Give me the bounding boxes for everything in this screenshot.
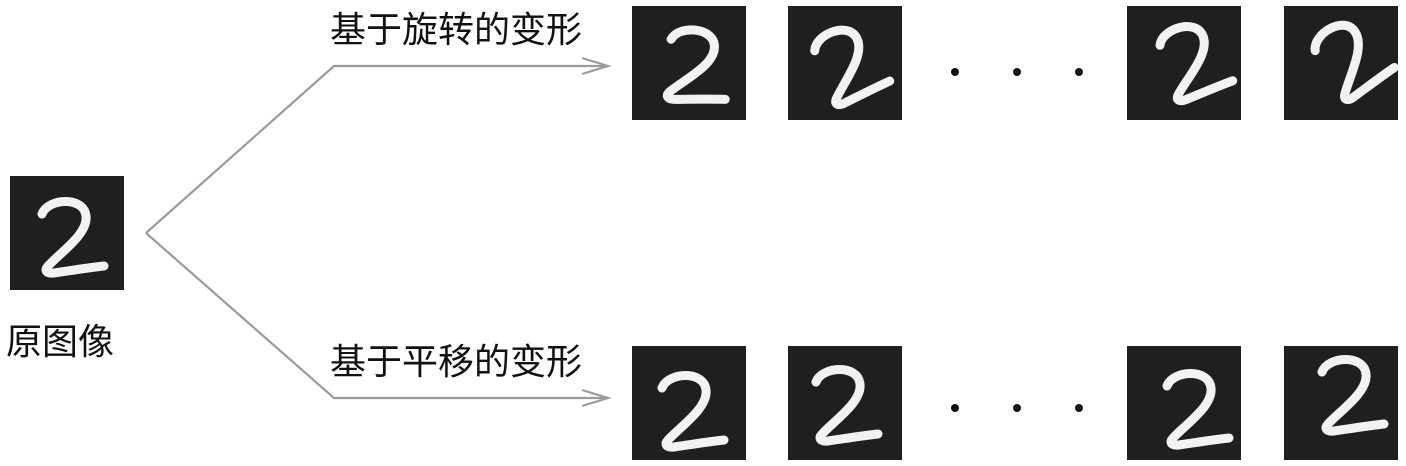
branch-connectors [145, 56, 612, 408]
rotation-label: 基于旋转的变形 [330, 10, 582, 51]
rotation-sample-2 [788, 6, 902, 120]
rotation-sample-1 [632, 6, 746, 120]
rotation-connector [145, 64, 608, 234]
rotation-branch: 基于旋转的变形 [330, 6, 1398, 120]
translation-sample-2 [788, 346, 902, 460]
rotation-sample-3 [1127, 6, 1241, 120]
ellipsis-dot [951, 404, 959, 412]
translation-branch: 基于平移的变形 [330, 342, 1398, 460]
rotation-arrowhead [581, 56, 612, 76]
translation-sample-1 [632, 346, 746, 460]
ellipsis-dot [1075, 404, 1083, 412]
translation-sample-4 [1284, 346, 1398, 460]
source-image [10, 176, 124, 290]
translation-ellipsis [951, 404, 1083, 412]
ellipsis-dot [1013, 404, 1021, 412]
translation-arrowhead [581, 388, 612, 408]
ellipsis-dot [1013, 68, 1021, 76]
ellipsis-dot [1075, 68, 1083, 76]
rotation-sample-4 [1284, 6, 1398, 120]
translation-label: 基于平移的变形 [330, 342, 582, 383]
rotation-ellipsis [951, 68, 1083, 76]
ellipsis-dot [951, 68, 959, 76]
translation-connector [145, 232, 608, 400]
source-label: 原图像 [6, 322, 114, 363]
translation-sample-3 [1127, 346, 1241, 460]
